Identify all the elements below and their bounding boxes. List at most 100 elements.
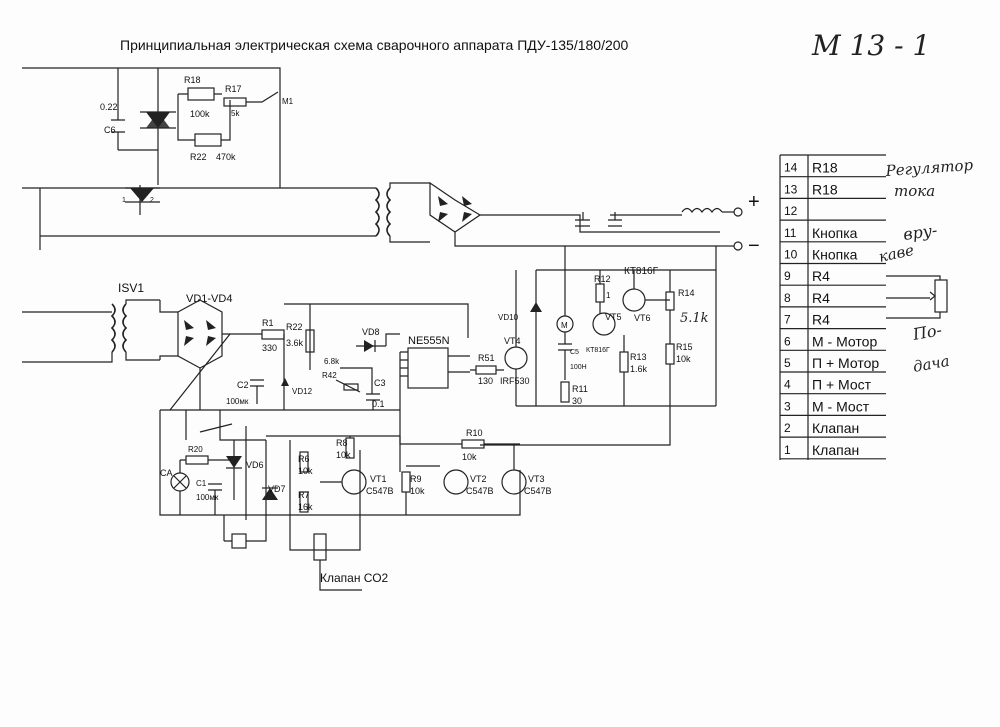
power-transformer: + − (40, 181, 760, 257)
connector-pin-label: R4 (812, 312, 830, 328)
connector-pin-number: 12 (784, 204, 798, 218)
r9-value: 10k (410, 486, 425, 496)
connector-pin-label: М - Мотор (812, 333, 877, 349)
r10-label: R10 (466, 428, 483, 438)
r7-label: R7 (298, 490, 310, 500)
svg-text:2: 2 (150, 197, 154, 204)
c6-label: C6 (104, 125, 116, 135)
r51-label: R51 (478, 353, 495, 363)
r18-label: R18 (184, 75, 201, 85)
m1-label: M1 (282, 97, 294, 106)
r13-value: 1.6k (630, 364, 648, 374)
connector-pin-number: 8 (784, 291, 791, 305)
r51-value: 130 (478, 376, 493, 386)
vt4-type: IRF530 (500, 376, 530, 386)
connector-pin-number: 1 (784, 443, 791, 457)
note-feed-2: дача (912, 352, 951, 376)
connector-pin-label: Кнопка (812, 247, 858, 263)
r18-value: 100k (190, 109, 210, 119)
r15-value: 10k (676, 354, 691, 364)
connector-pin-number: 4 (784, 378, 791, 392)
r15-label: R15 (676, 342, 693, 352)
connector-pin-label: П + Мотор (812, 355, 879, 371)
connector-pin-label: R18 (812, 181, 838, 197)
r13-label: R13 (630, 352, 647, 362)
connector-pin-label: Кнопка (812, 225, 858, 241)
note-button-1: вру- (902, 220, 939, 244)
vd10-label: VD10 (498, 313, 519, 322)
c5-value: 100Н (570, 364, 587, 371)
vt6-label: VT6 (634, 313, 651, 323)
r8-label: R8 (336, 438, 348, 448)
note-current-regulator: Регулятор (884, 156, 974, 180)
r22-label: R22 (190, 152, 207, 162)
thyristor-section: 0.22 C6 R18 100k R17 5k M1 R22 470k 1 2 (22, 67, 300, 250)
r1-label: R1 (262, 318, 274, 328)
vd6-label: VD6 (246, 460, 264, 470)
vd8-label: VD8 (362, 327, 380, 337)
ne555-label: NE555N (408, 335, 450, 347)
c5-label: C5 (570, 349, 579, 356)
vt3-type: C547B (524, 486, 552, 496)
r6k8-label: 6.8k (324, 357, 340, 366)
r6-value: 10k (298, 466, 313, 476)
output-plus: + (748, 191, 760, 213)
connector-pin-number: 2 (784, 421, 791, 435)
connector-pin-label: Клапан (812, 420, 859, 436)
r6-label: R6 (298, 454, 310, 464)
vt4-label: VT4 (504, 336, 521, 346)
vt1-label: VT1 (370, 474, 387, 484)
c1-label: C1 (196, 479, 207, 488)
c2-label: C2 (237, 380, 249, 390)
note-feed-1: По- (910, 320, 943, 344)
c3-value: 0.1 (372, 399, 385, 409)
connector-pin-number: 5 (784, 356, 791, 370)
r8-value: 10k (336, 450, 351, 460)
connector-pin-number: 10 (784, 248, 798, 262)
c2-value: 100мк (226, 397, 249, 406)
r1-value: 330 (262, 343, 277, 353)
output-minus: − (748, 235, 760, 257)
vt1-type: C547B (366, 486, 394, 496)
sheet-id: М 13 - 1 (811, 29, 930, 62)
r14-note: 5.1k (680, 311, 709, 326)
vt3-label: VT3 (528, 474, 545, 484)
connector-pin-label: R4 (812, 268, 830, 284)
connector-pin-number: 3 (784, 399, 791, 413)
connector-pin-label: R4 (812, 290, 830, 306)
valve-control-section: CA R20 C1 100мк VD6 VD7 R6 10k R7 16k R8… (159, 409, 552, 591)
r11-value: 30 (572, 396, 582, 406)
c3-label: C3 (374, 378, 386, 388)
vt2-label: VT2 (470, 474, 487, 484)
valve-label: Клапан СО2 (320, 571, 389, 585)
r22-value: 470k (216, 152, 236, 162)
vd12-label: VD12 (292, 387, 313, 396)
r11-label: R11 (572, 384, 588, 394)
c1-value: 100мк (196, 493, 219, 502)
vd7-label: VD7 (268, 484, 286, 494)
connector-pin-label: R18 (812, 160, 838, 176)
r14-label: R14 (678, 288, 695, 298)
vt2-type: C547B (466, 486, 494, 496)
connector-pin-label: М - Мост (812, 398, 870, 414)
connector-pin-number: 9 (784, 269, 791, 283)
r9-label: R9 (410, 474, 422, 484)
r12-value: 1 (606, 291, 611, 300)
r22b-value: 3.6k (286, 338, 304, 348)
connector-pin-number: 13 (784, 182, 798, 196)
note-button-2: каве (877, 241, 916, 266)
svg-text:1: 1 (122, 197, 126, 204)
r20-label: R20 (188, 445, 203, 454)
connector-pin-number: 7 (784, 313, 791, 327)
c6-value: 0.22 (100, 102, 118, 112)
ca-label: CA (160, 468, 173, 478)
isv1-label: ISV1 (118, 281, 144, 295)
r42-label: R42 (322, 371, 337, 380)
r17-value: 5k (231, 109, 240, 118)
vt5-type: КТ816Г (586, 347, 610, 354)
connector-pin-label: Клапан (812, 442, 859, 458)
connector-pin-number: 14 (784, 161, 798, 175)
motor-drive-section: КТ816Г R12 1 VT5 КТ816Г VT6 R14 5.1k R13… (480, 246, 717, 446)
